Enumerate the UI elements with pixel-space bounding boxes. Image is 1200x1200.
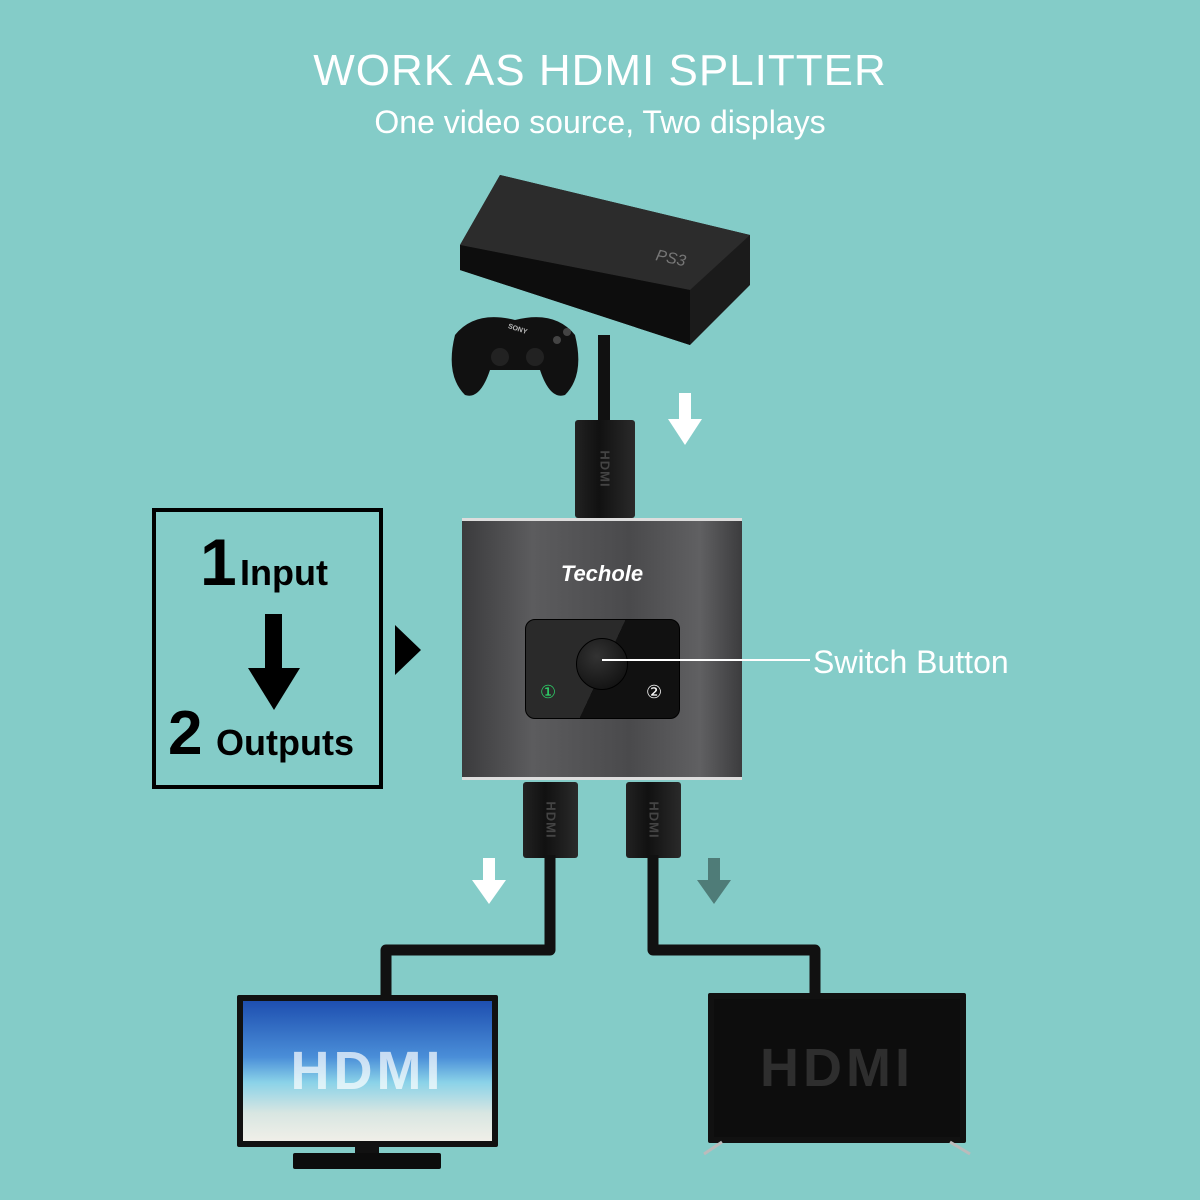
display-2-feet: [703, 1140, 971, 1156]
port-2-indicator: ②: [646, 682, 663, 702]
display-1-base: [293, 1153, 441, 1169]
callout-line: [602, 659, 810, 661]
screen-hdmi-text: HDMI: [290, 1041, 445, 1101]
subtitle: One video source, Two displays: [374, 104, 826, 140]
ps3-logo: PS3: [654, 247, 687, 270]
switch-button-label: Switch Button: [813, 644, 1009, 680]
title: WORK AS HDMI SPLITTER: [313, 46, 887, 95]
ps3-console-image: PS3: [460, 175, 750, 345]
input-label: Input: [240, 552, 328, 593]
switch-panel: ① ②: [525, 619, 680, 719]
output-1-hdmi-plug: HDMI: [523, 782, 578, 858]
output-1-arrow-icon: [472, 858, 506, 911]
switch-button[interactable]: [576, 638, 628, 690]
port-1-indicator: ①: [540, 682, 557, 702]
output-label: Outputs: [216, 722, 354, 763]
controller-image: SONY: [445, 295, 585, 400]
output-2-arrow-icon: [697, 858, 731, 911]
input-cable: [598, 335, 610, 425]
hdmi-splitter-device: Techole ① ②: [462, 518, 742, 780]
screen-hdmi-text: HDMI: [760, 1038, 914, 1098]
input-count: 1: [200, 525, 237, 599]
output-count: 2: [168, 699, 203, 768]
display-2: HDMI: [708, 993, 966, 1143]
input-output-box: 1 Input 2 Outputs: [152, 508, 383, 789]
brand-logo: Techole: [560, 561, 644, 586]
input-hdmi-plug: HDMI: [575, 420, 635, 518]
display-1-stand: [355, 1147, 379, 1155]
output-2-hdmi-plug: HDMI: [626, 782, 681, 858]
pointer-triangle-icon: [395, 625, 421, 680]
input-arrow-icon: [668, 393, 702, 452]
down-arrow-icon: [248, 614, 300, 715]
display-1: HDMI: [237, 995, 498, 1147]
